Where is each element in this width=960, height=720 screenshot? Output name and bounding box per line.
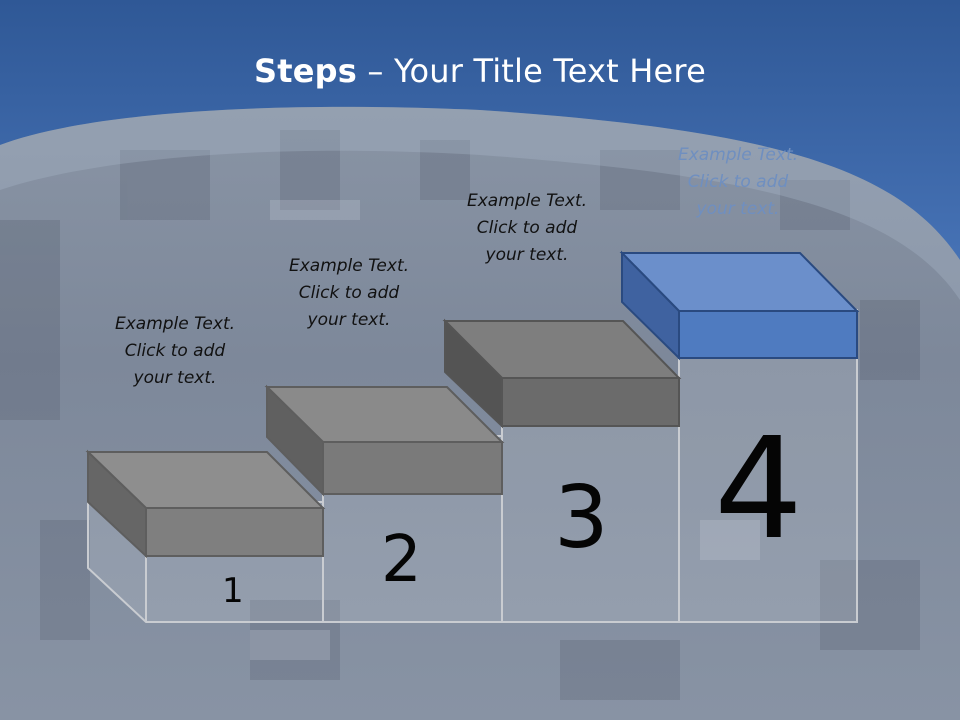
caption-line: your text. [485,245,569,265]
caption-line: Click to add [476,218,578,238]
step-4-caption[interactable]: Example Text. Click to add your text. [658,142,818,223]
step-2-number: 2 [381,523,422,597]
building-texture [0,130,920,700]
step-3-number: 3 [554,468,609,568]
step-3-caption[interactable]: Example Text. Click to add your text. [447,188,607,269]
header-band [0,0,960,260]
step-1-number: 1 [222,571,244,611]
caption-line: Example Text. [677,145,799,165]
caption-line: your text. [696,199,780,219]
caption-line: Example Text. [114,314,236,334]
slide-title[interactable]: Steps – Your Title Text Here [0,52,960,90]
step-4-number: 4 [714,408,804,571]
step-1-caption[interactable]: Example Text. Click to add your text. [95,311,255,392]
caption-line: Example Text. [466,191,588,211]
caption-line: Example Text. [288,256,410,276]
step-2-caption[interactable]: Example Text. Click to add your text. [269,253,429,334]
caption-line: Click to add [124,341,226,361]
header-highlight [0,106,960,300]
caption-line: your text. [307,310,391,330]
step-block-2 [264,384,505,497]
title-bold: Steps [254,52,358,90]
step-block-3 [442,318,682,429]
step-block-1 [85,449,326,559]
caption-line: Click to add [687,172,789,192]
light-streaks [250,200,760,660]
caption-line: Click to add [298,283,400,303]
title-rest: – Your Title Text Here [357,52,706,90]
caption-line: your text. [133,368,217,388]
step-block-4 [619,250,860,361]
